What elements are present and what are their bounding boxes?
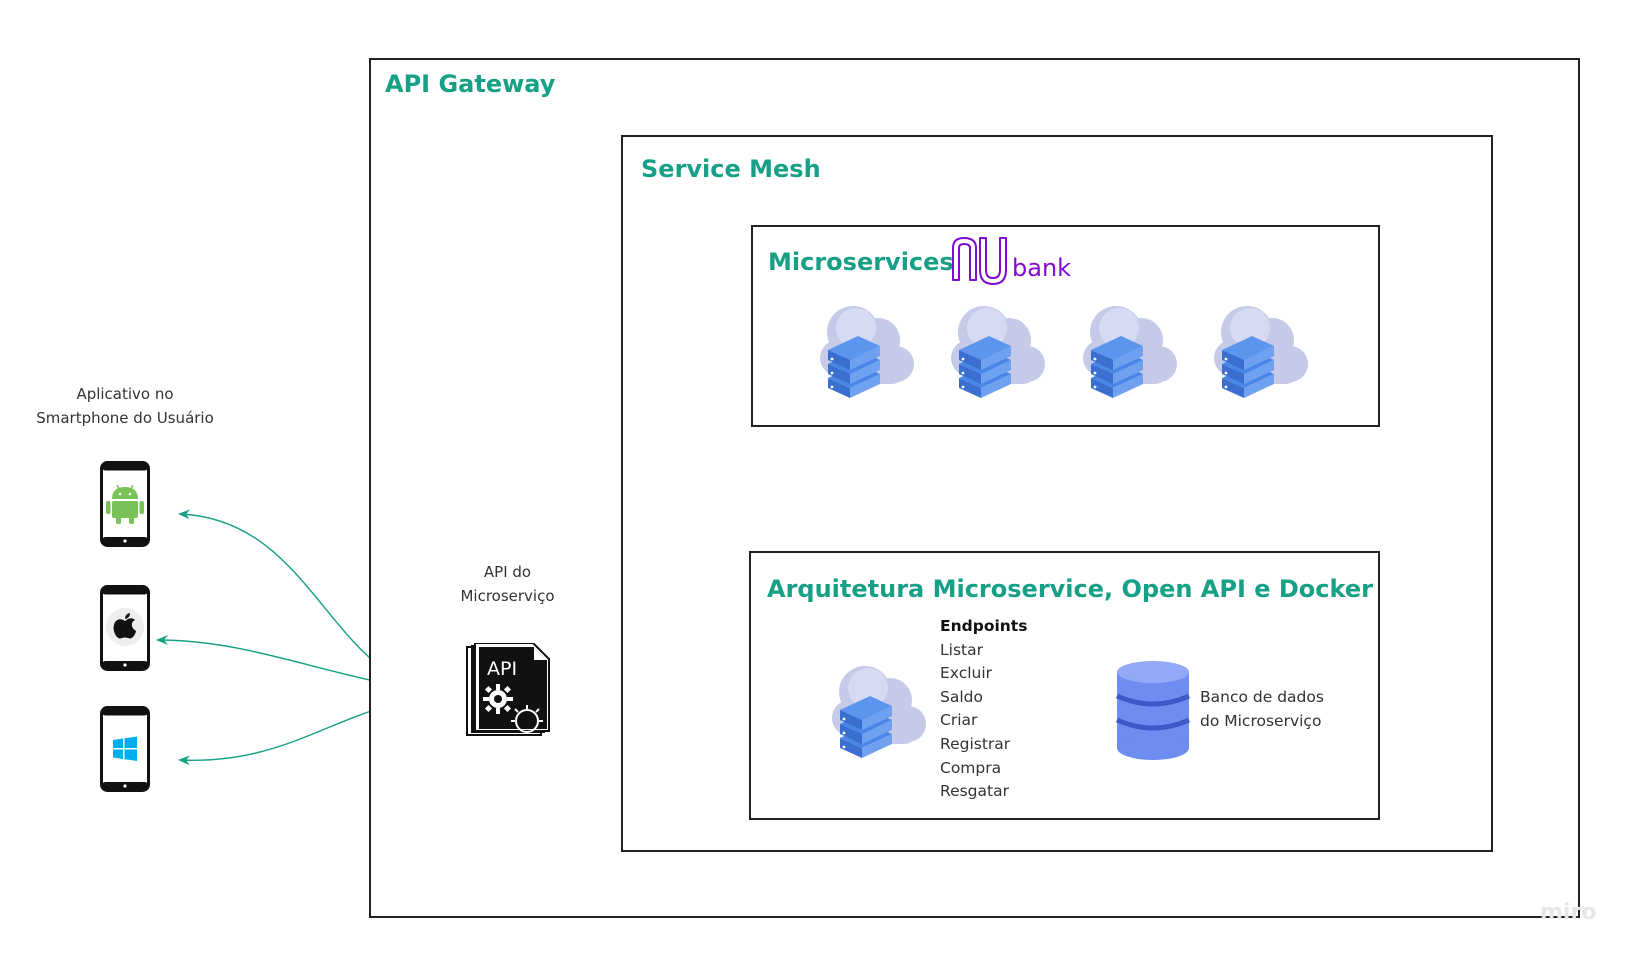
- cloud-server-icon: [949, 300, 1049, 402]
- endpoint-item: Listar: [940, 640, 983, 659]
- endpoint-item: Excluir: [940, 664, 993, 683]
- android-phone: [100, 461, 150, 547]
- cloud-server-icon: [818, 300, 918, 402]
- endpoint-item: Criar: [940, 711, 978, 730]
- phones-caption: Aplicativo no Smartphone do Usuário: [30, 382, 220, 430]
- nubank-logo-text: bank: [1012, 254, 1071, 282]
- database-label-line2: do Microserviço: [1200, 712, 1322, 730]
- phones-caption-line1: Aplicativo no: [76, 385, 174, 403]
- endpoints-title: Endpoints: [940, 617, 1028, 635]
- cloud-server-icon: [1081, 300, 1181, 402]
- apple-icon: [113, 613, 136, 639]
- api-gateway-title: API Gateway: [385, 70, 556, 98]
- cloud-server-icon: [830, 660, 930, 762]
- endpoint-item: Registrar: [940, 734, 1011, 753]
- phones-caption-line2: Smartphone do Usuário: [36, 409, 214, 427]
- api-document-icon: API: [465, 643, 557, 739]
- architecture-title: Arquitetura Microservice, Open API e Doc…: [767, 575, 1373, 603]
- database-label: Banco de dados do Microserviço: [1200, 685, 1324, 733]
- endpoint-item: Resgatar: [940, 782, 1009, 801]
- api-doc-caption-line1: API do: [483, 563, 532, 581]
- miro-watermark: miro: [1540, 900, 1597, 925]
- nubank-logo: bank: [950, 234, 1090, 292]
- database-icon: [1115, 660, 1191, 762]
- endpoint-item: Compra: [940, 758, 1002, 777]
- service-mesh-title: Service Mesh: [641, 155, 821, 183]
- api-doc-caption: API do Microserviço: [440, 560, 575, 608]
- cloud-server-icon: [1212, 300, 1312, 402]
- windows-phone: [100, 706, 150, 792]
- android-icon: [106, 484, 144, 524]
- endpoints-list: Endpoints Listar Excluir Saldo Criar Reg…: [940, 615, 1027, 804]
- apple-phone: [100, 585, 150, 671]
- database-label-line1: Banco de dados: [1200, 688, 1324, 706]
- microservices-title: Microservices: [768, 248, 954, 276]
- api-doc-caption-line2: Microserviço: [460, 587, 555, 605]
- api-doc-icon-text: API: [487, 658, 517, 680]
- endpoint-item: Saldo: [940, 687, 983, 706]
- windows-icon: [113, 736, 137, 761]
